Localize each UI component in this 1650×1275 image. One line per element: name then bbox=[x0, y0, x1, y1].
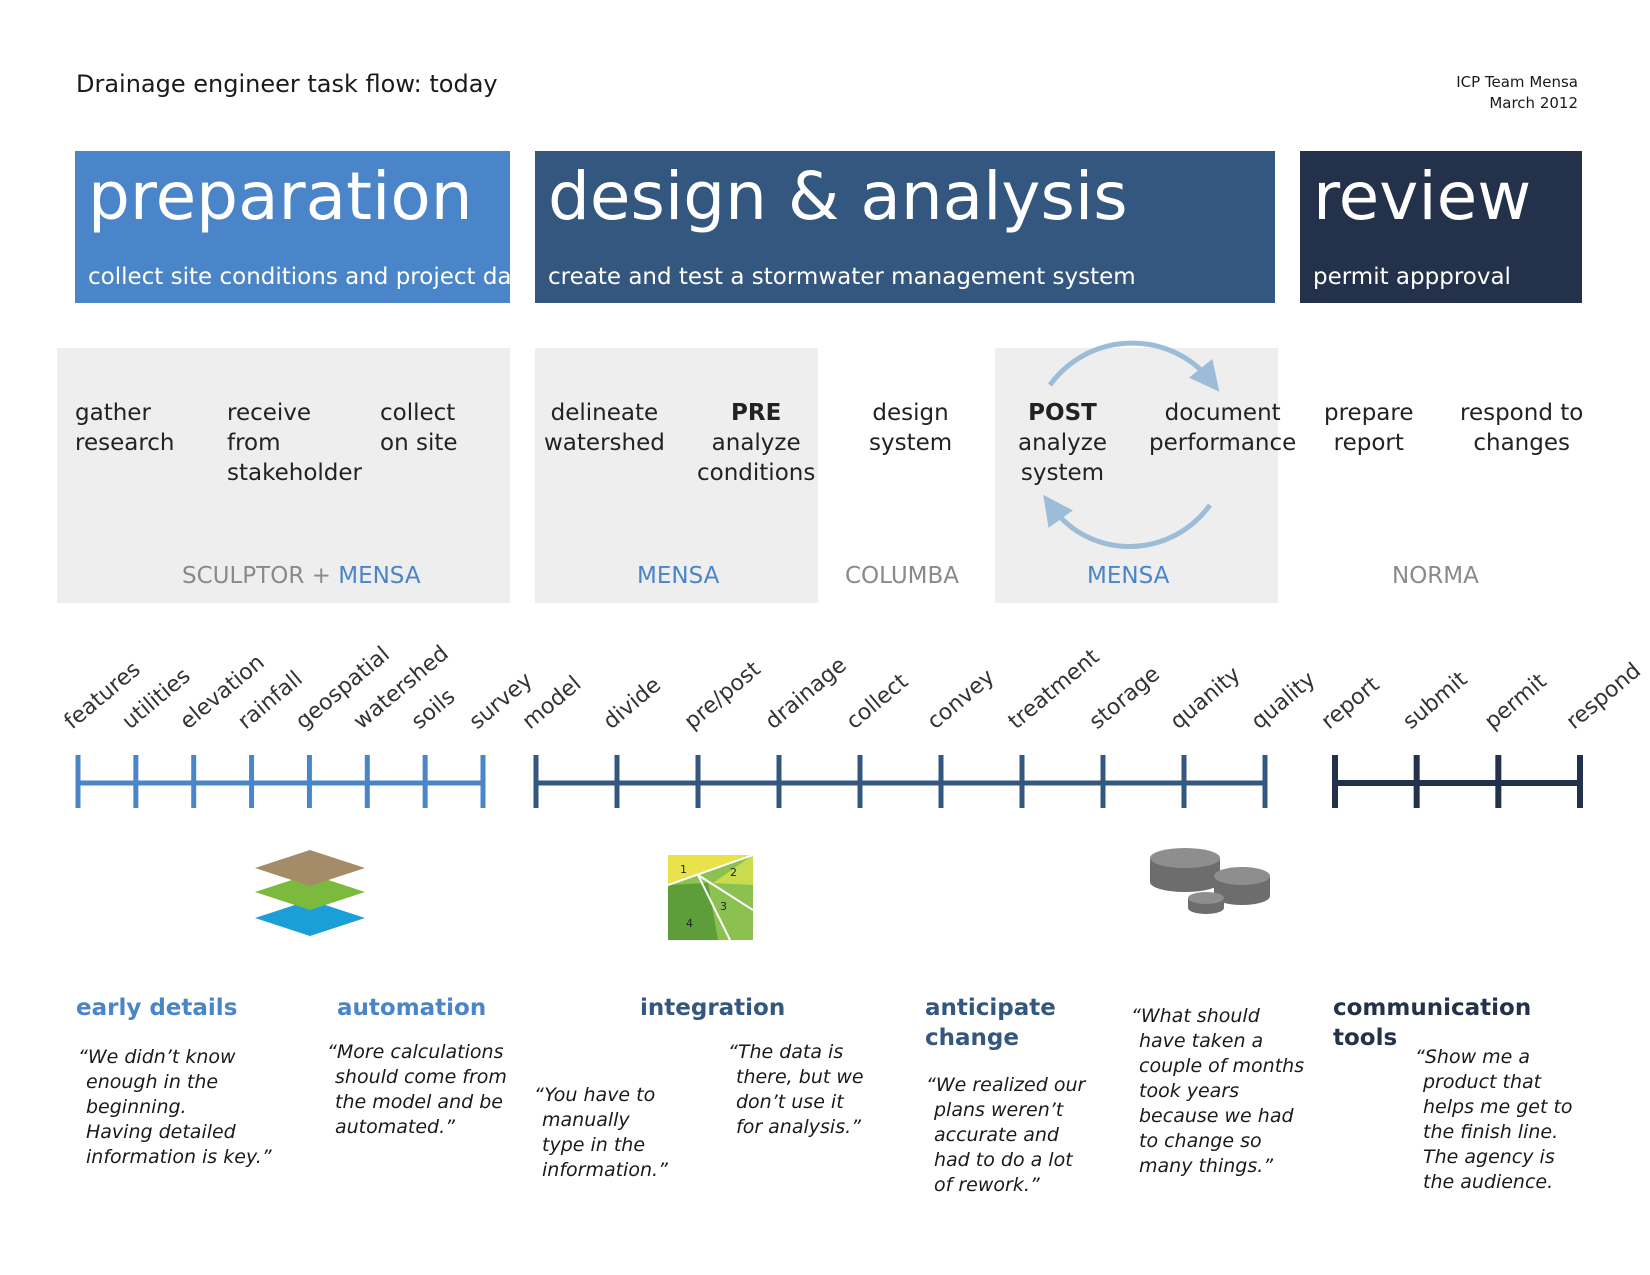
phase-preparation-name: preparation bbox=[88, 158, 473, 235]
phase-review: review permit appproval bbox=[1300, 151, 1582, 303]
task-group-columba: design system COLUMBA bbox=[818, 348, 995, 603]
task-gather: gather research bbox=[75, 400, 175, 456]
step-timeline: featuresutilitieselevationrainfallgeospa… bbox=[60, 641, 1646, 808]
step-label: report bbox=[1317, 672, 1385, 735]
task-group-sculptor-mensa: gather research receive from stakeholder… bbox=[57, 348, 510, 603]
insight-anticipate-change-quote-1: “We realized our plans weren’t accurate … bbox=[926, 1074, 1086, 1196]
phase-preparation: preparation collect site conditions and … bbox=[75, 151, 535, 303]
step-label: permit bbox=[1480, 669, 1552, 735]
step-label: divide bbox=[599, 673, 666, 735]
owner-label: SCULPTOR + MENSA bbox=[182, 563, 421, 589]
step-label: convey bbox=[923, 665, 1000, 735]
task-respond: respond to changes bbox=[1460, 400, 1584, 456]
task-pre-analyze: PRE analyze conditions bbox=[697, 400, 816, 486]
phase-review-desc: permit appproval bbox=[1313, 264, 1511, 290]
insight-integration-quote-2: “The data is there, but we don’t use it … bbox=[728, 1041, 864, 1138]
step-label: quanity bbox=[1166, 662, 1246, 735]
task-design: design system bbox=[869, 400, 953, 456]
report-date: March 2012 bbox=[1489, 94, 1578, 112]
phase-review-name: review bbox=[1313, 158, 1532, 235]
storage-ponds-icon bbox=[1150, 848, 1270, 914]
insight-early-details-title: early details bbox=[76, 995, 238, 1021]
task-group-norma: prepare report respond to changes NORMA bbox=[1300, 348, 1584, 603]
owner-label: NORMA bbox=[1392, 563, 1479, 589]
owner-label: MENSA bbox=[637, 563, 720, 589]
cycle-arrow-bottom bbox=[1043, 494, 1213, 549]
insight-communication-tools-title: communication tools bbox=[1333, 995, 1532, 1051]
cycle-arrow-top bbox=[1047, 340, 1220, 392]
insight-integration-quote-1: “You have to manually type in the inform… bbox=[534, 1084, 668, 1181]
layers-icon bbox=[255, 850, 365, 936]
page-title: Drainage engineer task flow: today bbox=[76, 70, 498, 98]
phase-design-name: design & analysis bbox=[548, 158, 1128, 235]
insight-anticipate-change-quote-2: “What should have taken a couple of mont… bbox=[1131, 1005, 1305, 1177]
owner-label: MENSA bbox=[1087, 563, 1170, 589]
step-label: drainage bbox=[761, 653, 852, 735]
insight-communication-tools-quote: “Show me a product that helps me get to … bbox=[1415, 1046, 1573, 1193]
step-label: submit bbox=[1398, 667, 1472, 735]
map-label-3: 3 bbox=[720, 900, 727, 913]
phase-design-desc: create and test a stormwater management … bbox=[548, 264, 1136, 290]
step-label: collect bbox=[842, 669, 914, 735]
task-receive: receive from stakeholder bbox=[227, 400, 362, 486]
step-label: pre/post bbox=[680, 657, 766, 735]
team-info: ICP Team Mensa March 2012 bbox=[1456, 72, 1578, 114]
task-group-mensa-pre: delineate watershed PRE analyze conditio… bbox=[535, 348, 818, 603]
watershed-map-icon: 1 2 3 4 bbox=[668, 855, 753, 940]
insight-automation-quote: “More calculations should come from the … bbox=[327, 1041, 507, 1138]
phase-preparation-desc: collect site conditions and project data bbox=[88, 264, 535, 290]
step-label: quality bbox=[1247, 667, 1321, 735]
owner-label: COLUMBA bbox=[845, 563, 960, 589]
task-group-mensa-post: POST analyze system document performance… bbox=[995, 348, 1296, 603]
task-post-analyze: POST analyze system bbox=[1018, 400, 1107, 486]
map-label-4: 4 bbox=[686, 917, 693, 930]
step-label: respond bbox=[1562, 658, 1646, 734]
phase-design: design & analysis create and test a stor… bbox=[535, 151, 1275, 303]
iteration-cycle-arrows bbox=[1043, 340, 1220, 549]
insight-early-details-quote: “We didn’t know enough in the beginning.… bbox=[78, 1046, 272, 1168]
step-label: storage bbox=[1085, 662, 1165, 735]
map-label-1: 1 bbox=[680, 863, 687, 876]
task-delineate: delineate watershed bbox=[544, 400, 665, 456]
insight-automation-title: automation bbox=[337, 995, 487, 1021]
task-document: document performance bbox=[1149, 400, 1297, 456]
task-prepare: prepare report bbox=[1324, 400, 1414, 456]
insight-integration-title: integration bbox=[640, 995, 786, 1021]
insight-anticipate-change-title: anticipate change bbox=[925, 995, 1056, 1051]
task-collect: collect on site bbox=[380, 400, 458, 456]
map-label-2: 2 bbox=[730, 866, 737, 879]
team-name: ICP Team Mensa bbox=[1456, 73, 1578, 91]
